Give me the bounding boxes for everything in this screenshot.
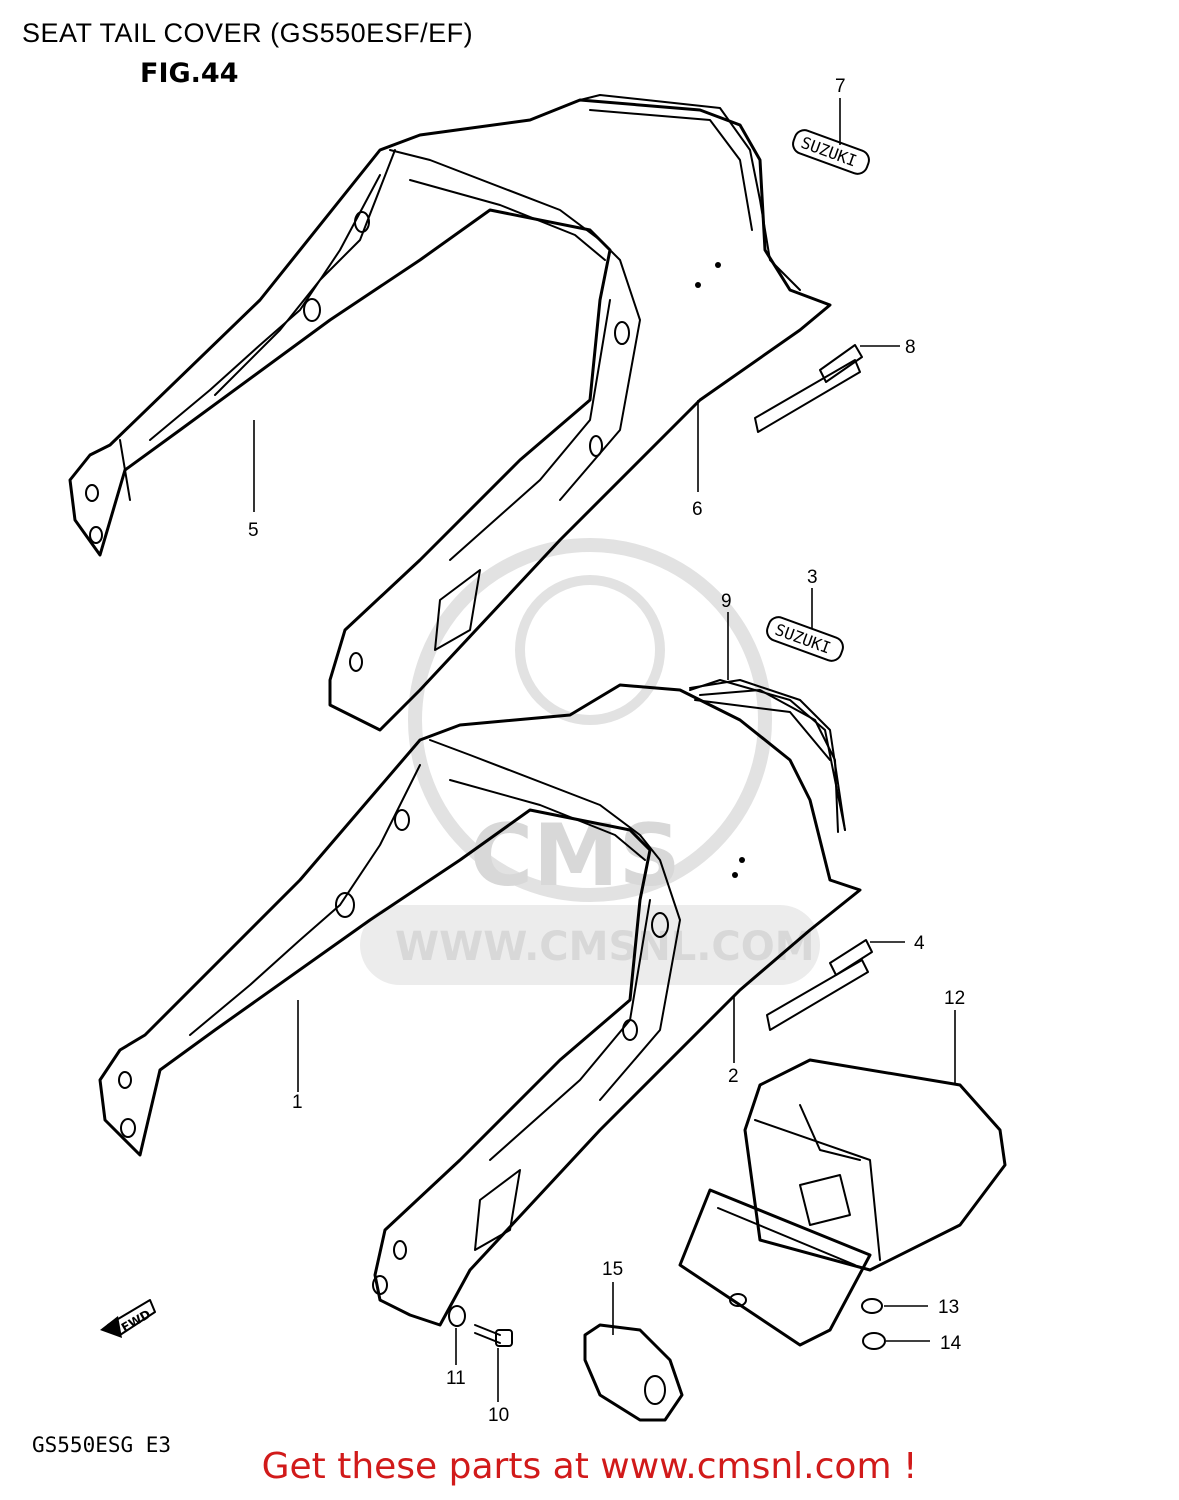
part-number-14: 14 [940,1333,962,1354]
watermark-brand: CMS [470,806,681,906]
part-number-11: 11 [446,1368,466,1389]
part-number-12: 12 [944,988,965,1009]
seal-strip [689,679,846,833]
part-number-2: 2 [728,1066,739,1087]
part-number-4: 4 [914,933,925,954]
lens-part [583,1323,684,1422]
emblem-upper: SUZUKI [792,129,870,175]
part-number-8: 8 [905,337,916,358]
watermark: CMS WWW.CMSNL.COM [360,538,820,985]
forward-direction-arrow: FWD [100,1299,156,1338]
emblem-lower: SUZUKI [766,616,844,662]
model-code: GS550ESG E3 [32,1433,172,1457]
watermark-url: WWW.CMSNL.COM [395,924,815,970]
part-number-1: 1 [292,1092,303,1113]
part-number-15: 15 [602,1259,623,1280]
stripe-decal-lower [766,939,873,1031]
lower-tail-cover [98,679,862,1327]
part-number-10: 10 [488,1405,509,1426]
part-number-5: 5 [248,520,259,541]
part-number-7: 7 [835,76,846,97]
part-number-13: 13 [938,1297,959,1318]
part-number-3: 3 [807,567,818,588]
part-number-labels: 7 8 5 6 3 9 4 12 1 2 15 13 14 11 10 [248,76,965,1426]
bolt-and-washers [448,1298,886,1350]
part-number-6: 6 [692,499,703,520]
upper-tail-cover [68,94,832,732]
stripe-decal-upper [754,344,863,433]
leader-lines [253,98,956,1402]
forward-label: FWD [119,1307,153,1335]
tail-light-housing [678,1058,1007,1347]
page-title: SEAT TAIL COVER (GS550ESF/EF) [22,18,474,48]
cta-link[interactable]: Get these parts at www.cmsnl.com ! [261,1446,918,1487]
figure-number: FIG.44 [140,58,239,89]
part-number-9: 9 [721,591,732,612]
